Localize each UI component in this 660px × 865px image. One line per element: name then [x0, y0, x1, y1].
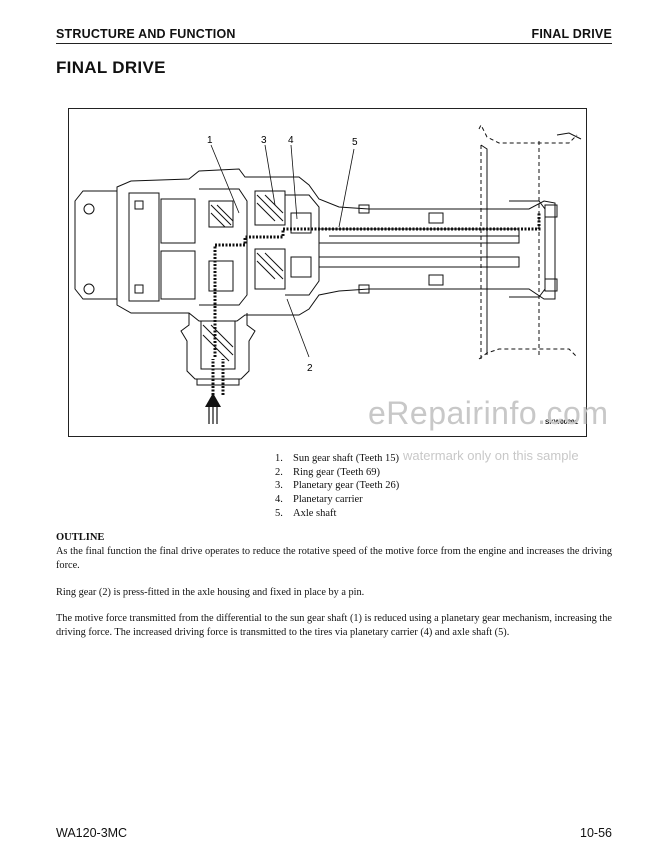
parts-list: 1.Sun gear shaft (Teeth 15) 2.Ring gear …: [275, 452, 399, 520]
page-title: FINAL DRIVE: [56, 58, 166, 77]
outline-heading: OUTLINE: [56, 532, 105, 543]
callout-5: 5: [352, 137, 358, 148]
page-header: STRUCTURE AND FUNCTION FINAL DRIVE: [56, 27, 612, 44]
parts-list-item: 2.Ring gear (Teeth 69): [275, 466, 381, 478]
callout-1: 1: [207, 135, 213, 146]
watermark-note: watermark only on this sample: [403, 448, 579, 463]
outline-paragraph-3: The motive force transmitted from the di…: [56, 613, 612, 638]
figure-code: SKW00891: [545, 419, 579, 426]
final-drive-diagram: 1 3 4 5 2 SKW00891: [68, 108, 587, 437]
callout-4: 4: [288, 135, 294, 146]
topic-title: FINAL DRIVE: [531, 27, 612, 41]
outline-paragraph-2: Ring gear (2) is press-fitted in the axl…: [56, 587, 365, 598]
section-title: STRUCTURE AND FUNCTION: [56, 27, 236, 41]
callout-3: 3: [261, 135, 267, 146]
watermark-brand: eRepairinfo.com: [368, 395, 609, 431]
parts-list-item: 3.Planetary gear (Teeth 26): [275, 480, 400, 492]
input-arrow-icon: [205, 393, 221, 407]
model-number: WA120-3MC: [56, 826, 128, 840]
parts-list-item: 1.Sun gear shaft (Teeth 15): [275, 453, 399, 464]
callout-2: 2: [307, 363, 313, 374]
parts-list-item: 4.Planetary carrier: [275, 494, 363, 506]
cross-section-drawing: 1 3 4 5 2: [74, 123, 582, 424]
parts-list-item: 5.Axle shaft: [275, 507, 337, 519]
page-number: 10-56: [580, 826, 612, 840]
outline-paragraph-1: As the final function the final drive op…: [56, 546, 612, 571]
